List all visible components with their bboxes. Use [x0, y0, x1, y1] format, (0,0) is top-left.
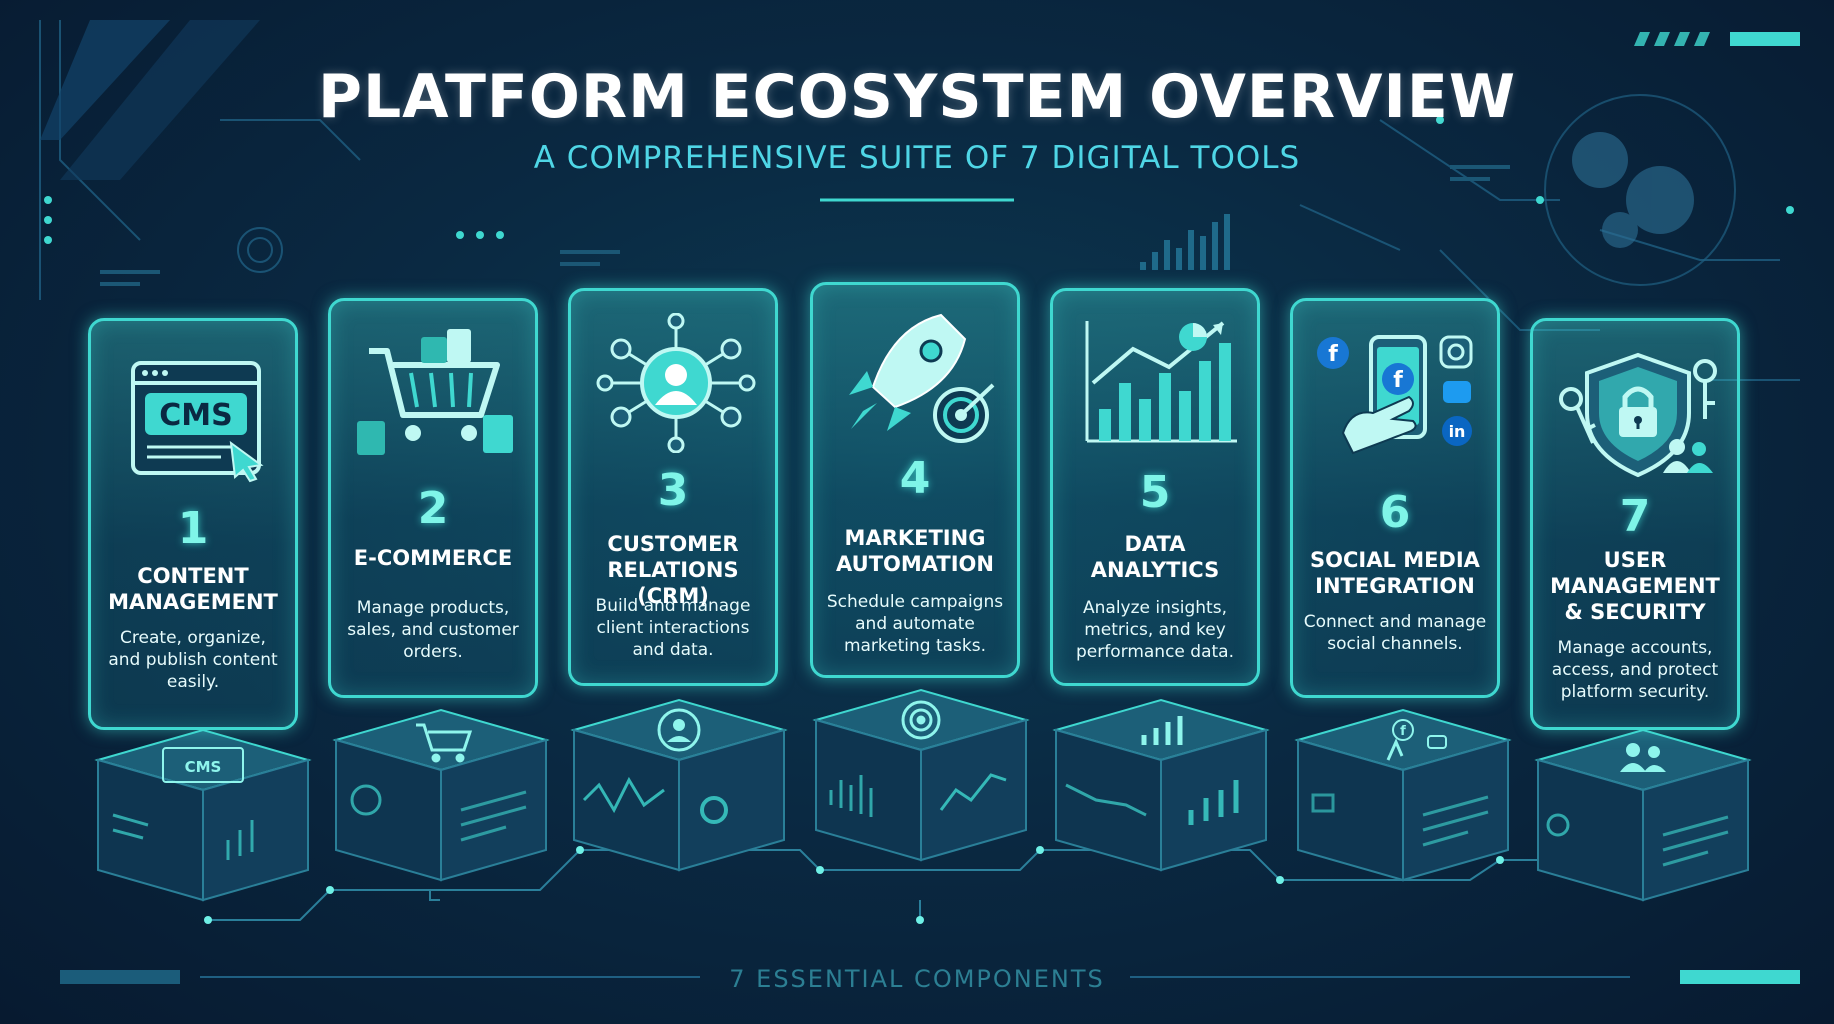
svg-text:CMS: CMS [185, 758, 222, 776]
user-network-icon [591, 312, 761, 454]
social-phone-icon: f f in [1313, 323, 1483, 463]
module-number: 5 [1139, 467, 1171, 518]
module-number: 4 [899, 453, 931, 504]
shopping-cart-icon [351, 323, 521, 463]
module-number: 1 [177, 503, 209, 554]
svg-text:CMS: CMS [159, 398, 232, 433]
pedestal-7 [1534, 728, 1752, 902]
rocket-target-icon [833, 307, 1003, 447]
cms-icon [162, 747, 244, 783]
module-title: E-COMMERCE [353, 546, 513, 570]
page-title: PLATFORM ECOSYSTEM OVERVIEW [317, 62, 1517, 132]
svg-text:in: in [1449, 422, 1466, 441]
pedestal-1: CMS [94, 728, 312, 902]
pedestal-5 [1052, 698, 1270, 872]
bar-chart-icon [1073, 313, 1243, 453]
module-number: 6 [1379, 487, 1411, 538]
svg-text:f: f [1393, 368, 1403, 393]
pedestal-3 [570, 698, 788, 872]
shield-lock-icon [1553, 343, 1723, 483]
user-icon [657, 708, 701, 752]
users-icon [1620, 743, 1666, 772]
chart-icon [1141, 716, 1183, 745]
module-card-2: 2 E-COMMERCE Manage products,sales, and … [328, 298, 538, 698]
module-number: 2 [417, 483, 449, 534]
pedestal-4 [812, 688, 1030, 862]
pedestal-6: f [1294, 708, 1512, 882]
pedestal-2 [332, 708, 550, 882]
target-icon [901, 700, 941, 740]
cart-icon [416, 723, 473, 763]
cms-window-icon: CMS [111, 343, 281, 483]
page-subtitle: A COMPREHENSIVE SUITE OF 7 DIGITAL TOOLS [533, 140, 1301, 176]
svg-text:f: f [1328, 342, 1338, 367]
module-number: 7 [1619, 491, 1651, 542]
social-icon: f [1386, 719, 1447, 761]
module-number: 3 [657, 465, 689, 516]
footer-label: 7 ESSENTIAL COMPONENTS [729, 965, 1105, 993]
svg-text:f: f [1400, 724, 1406, 739]
